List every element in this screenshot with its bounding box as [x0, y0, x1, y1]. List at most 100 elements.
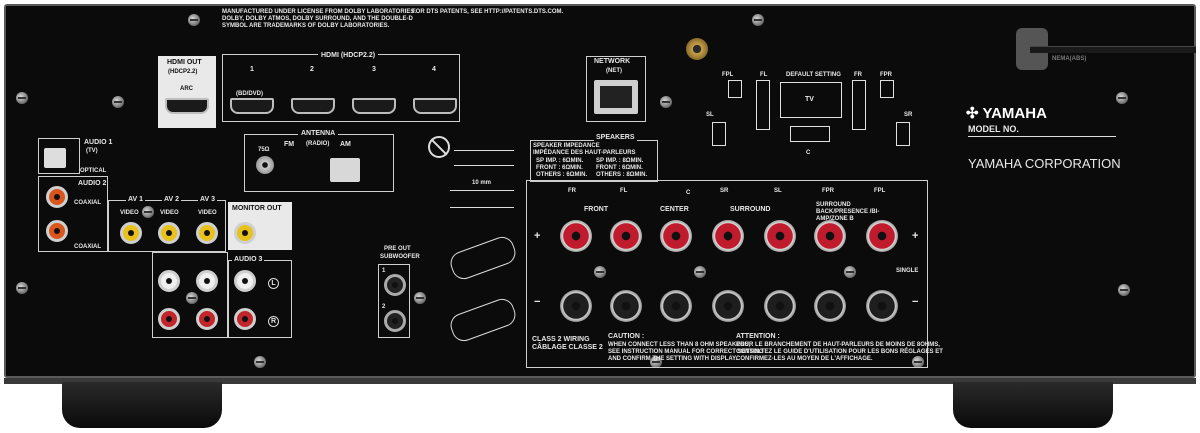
pre-out-1: 1 — [382, 268, 386, 274]
fm-antenna-jack[interactable] — [256, 156, 274, 174]
hdmi-port-3[interactable] — [352, 98, 396, 114]
front-label: FRONT — [584, 206, 609, 213]
audio3-r-jack[interactable] — [234, 308, 256, 330]
am-antenna-terminal[interactable] — [330, 158, 360, 182]
av3-audio-r-jack[interactable] — [196, 308, 218, 330]
speakers-title: SPEAKERS — [594, 134, 637, 141]
dolby-legal-2: DOLBY, DOLBY ATMOS, DOLBY SURROUND, AND … — [222, 16, 413, 22]
hdmi-port-4[interactable] — [413, 98, 457, 114]
screw-icon — [112, 96, 124, 108]
av3-video-jack[interactable] — [196, 222, 218, 244]
corp-name: YAMAHA CORPORATION — [968, 156, 1121, 171]
hdmi-port-2[interactable] — [291, 98, 335, 114]
av1-video-label: VIDEO — [120, 210, 139, 216]
optical-input[interactable] — [44, 148, 66, 168]
speaker-center-icon — [790, 126, 830, 142]
audio1-box — [38, 138, 80, 174]
center-plus-terminal[interactable] — [660, 220, 692, 252]
surround-l-plus-terminal[interactable] — [764, 220, 796, 252]
center-minus-terminal[interactable] — [660, 290, 692, 322]
left-foot — [62, 382, 222, 428]
layout-sl: SL — [706, 112, 714, 118]
prohibited-icon — [428, 136, 450, 158]
impedance-row-2-b: FRONT : 6ΩMIN. — [596, 165, 643, 171]
antenna-am: AM — [340, 141, 351, 148]
speaker-sl-icon — [712, 122, 726, 146]
antenna-title: ANTENNA — [298, 130, 339, 137]
impedance-row-3-a: OTHERS : 6ΩMIN. — [536, 172, 588, 178]
ch-fpr: FPR — [822, 188, 834, 194]
screw-icon — [254, 356, 266, 368]
screw-icon — [844, 266, 856, 278]
av3-audio-l-jack[interactable] — [196, 270, 218, 292]
layout-c: C — [806, 150, 811, 156]
network-title: NETWORK — [594, 58, 631, 65]
caution-line-3: AND CONFIRM THE SETTING WITH DISPLAY. — [608, 356, 738, 362]
tv-icon — [780, 82, 842, 118]
front-r-plus-terminal[interactable] — [560, 220, 592, 252]
front-l-plus-terminal[interactable] — [610, 220, 642, 252]
antenna-fm: FM — [284, 141, 295, 148]
coaxial-input-2[interactable] — [46, 220, 68, 242]
audio2-box — [38, 176, 108, 252]
hdmi-out-sub: (HDCP2.2) — [168, 69, 198, 75]
back-r-plus-terminal[interactable] — [814, 220, 846, 252]
surround-label: SURROUND — [730, 206, 771, 213]
front-r-minus-terminal[interactable] — [560, 290, 592, 322]
speaker-fr-icon — [852, 80, 866, 130]
impedance-row-1-b: SP IMP. : 8ΩMIN. — [596, 158, 644, 164]
hdmi-out-port[interactable] — [165, 98, 209, 114]
layout-fpr: FPR — [880, 72, 892, 78]
speaker-fl-icon — [756, 80, 770, 130]
coaxial-input-1[interactable] — [46, 186, 68, 208]
subwoofer-out-2[interactable] — [384, 310, 406, 332]
av2-video-jack[interactable] — [158, 222, 180, 244]
attention-title: ATTENTION : — [736, 333, 780, 340]
screw-icon — [16, 282, 28, 294]
wireless-antenna-connector[interactable] — [686, 38, 708, 60]
ethernet-port[interactable] — [594, 80, 638, 114]
screw-icon — [1116, 92, 1128, 104]
power-cord-label: NEMA(ABS) — [1052, 56, 1087, 62]
antenna-sub: (RADIO) — [306, 141, 330, 147]
caution-title: CAUTION : — [608, 333, 645, 340]
surround-r-minus-terminal[interactable] — [712, 290, 744, 322]
layout-fpl: FPL — [722, 72, 734, 78]
surround-l-minus-terminal[interactable] — [764, 290, 796, 322]
back-l-minus-terminal[interactable] — [866, 290, 898, 322]
antenna-ohm: 75Ω — [258, 147, 270, 153]
ch-sl: SL — [774, 188, 782, 194]
av2-audio-r-jack[interactable] — [158, 308, 180, 330]
monitor-out-jack[interactable] — [234, 222, 256, 244]
layout-sr: SR — [904, 112, 913, 118]
model-line — [968, 136, 1116, 137]
av2-video-label: VIDEO — [160, 210, 179, 216]
attention-line-3: CONFIRMEZ-LES AU MOYEN DE L'AFFICHAGE. — [736, 356, 873, 362]
dolby-legal-1: MANUFACTURED UNDER LICENSE FROM DOLBY LA… — [222, 9, 417, 15]
screw-icon — [414, 292, 426, 304]
back-r-minus-terminal[interactable] — [814, 290, 846, 322]
hdmi-port-1[interactable] — [230, 98, 274, 114]
speaker-terminals-box — [526, 180, 928, 368]
front-l-minus-terminal[interactable] — [610, 290, 642, 322]
surround-back-label: SURROUND BACK/PRESENCE /BI-AMP/ZONE B — [816, 202, 880, 222]
impedance-line-1: SPEAKER IMPEDANCE — [533, 143, 600, 149]
frayed-wire-icon — [454, 150, 514, 166]
minus-left: − — [534, 296, 541, 308]
surround-r-plus-terminal[interactable] — [712, 220, 744, 252]
subwoofer-out-1[interactable] — [384, 274, 406, 296]
hdmi-out-panel — [158, 56, 216, 128]
av2-audio-l-jack[interactable] — [158, 270, 180, 292]
monitor-out-title: MONITOR OUT — [232, 205, 282, 212]
audio1-type: OPTICAL — [80, 168, 107, 174]
network-box — [586, 56, 646, 122]
speaker-fpr-icon — [880, 80, 894, 98]
wire-strip-length: 10 mm — [472, 180, 492, 186]
audio3-l-jack[interactable] — [234, 270, 256, 292]
impedance-row-3-b: OTHERS : 8ΩMIN. — [596, 172, 648, 178]
av1-video-jack[interactable] — [120, 222, 142, 244]
layout-fl: FL — [760, 72, 768, 78]
back-l-plus-terminal[interactable] — [866, 220, 898, 252]
hdmi-port-1-note: (BD/DVD) — [236, 91, 263, 97]
ch-fl: FL — [620, 188, 628, 194]
